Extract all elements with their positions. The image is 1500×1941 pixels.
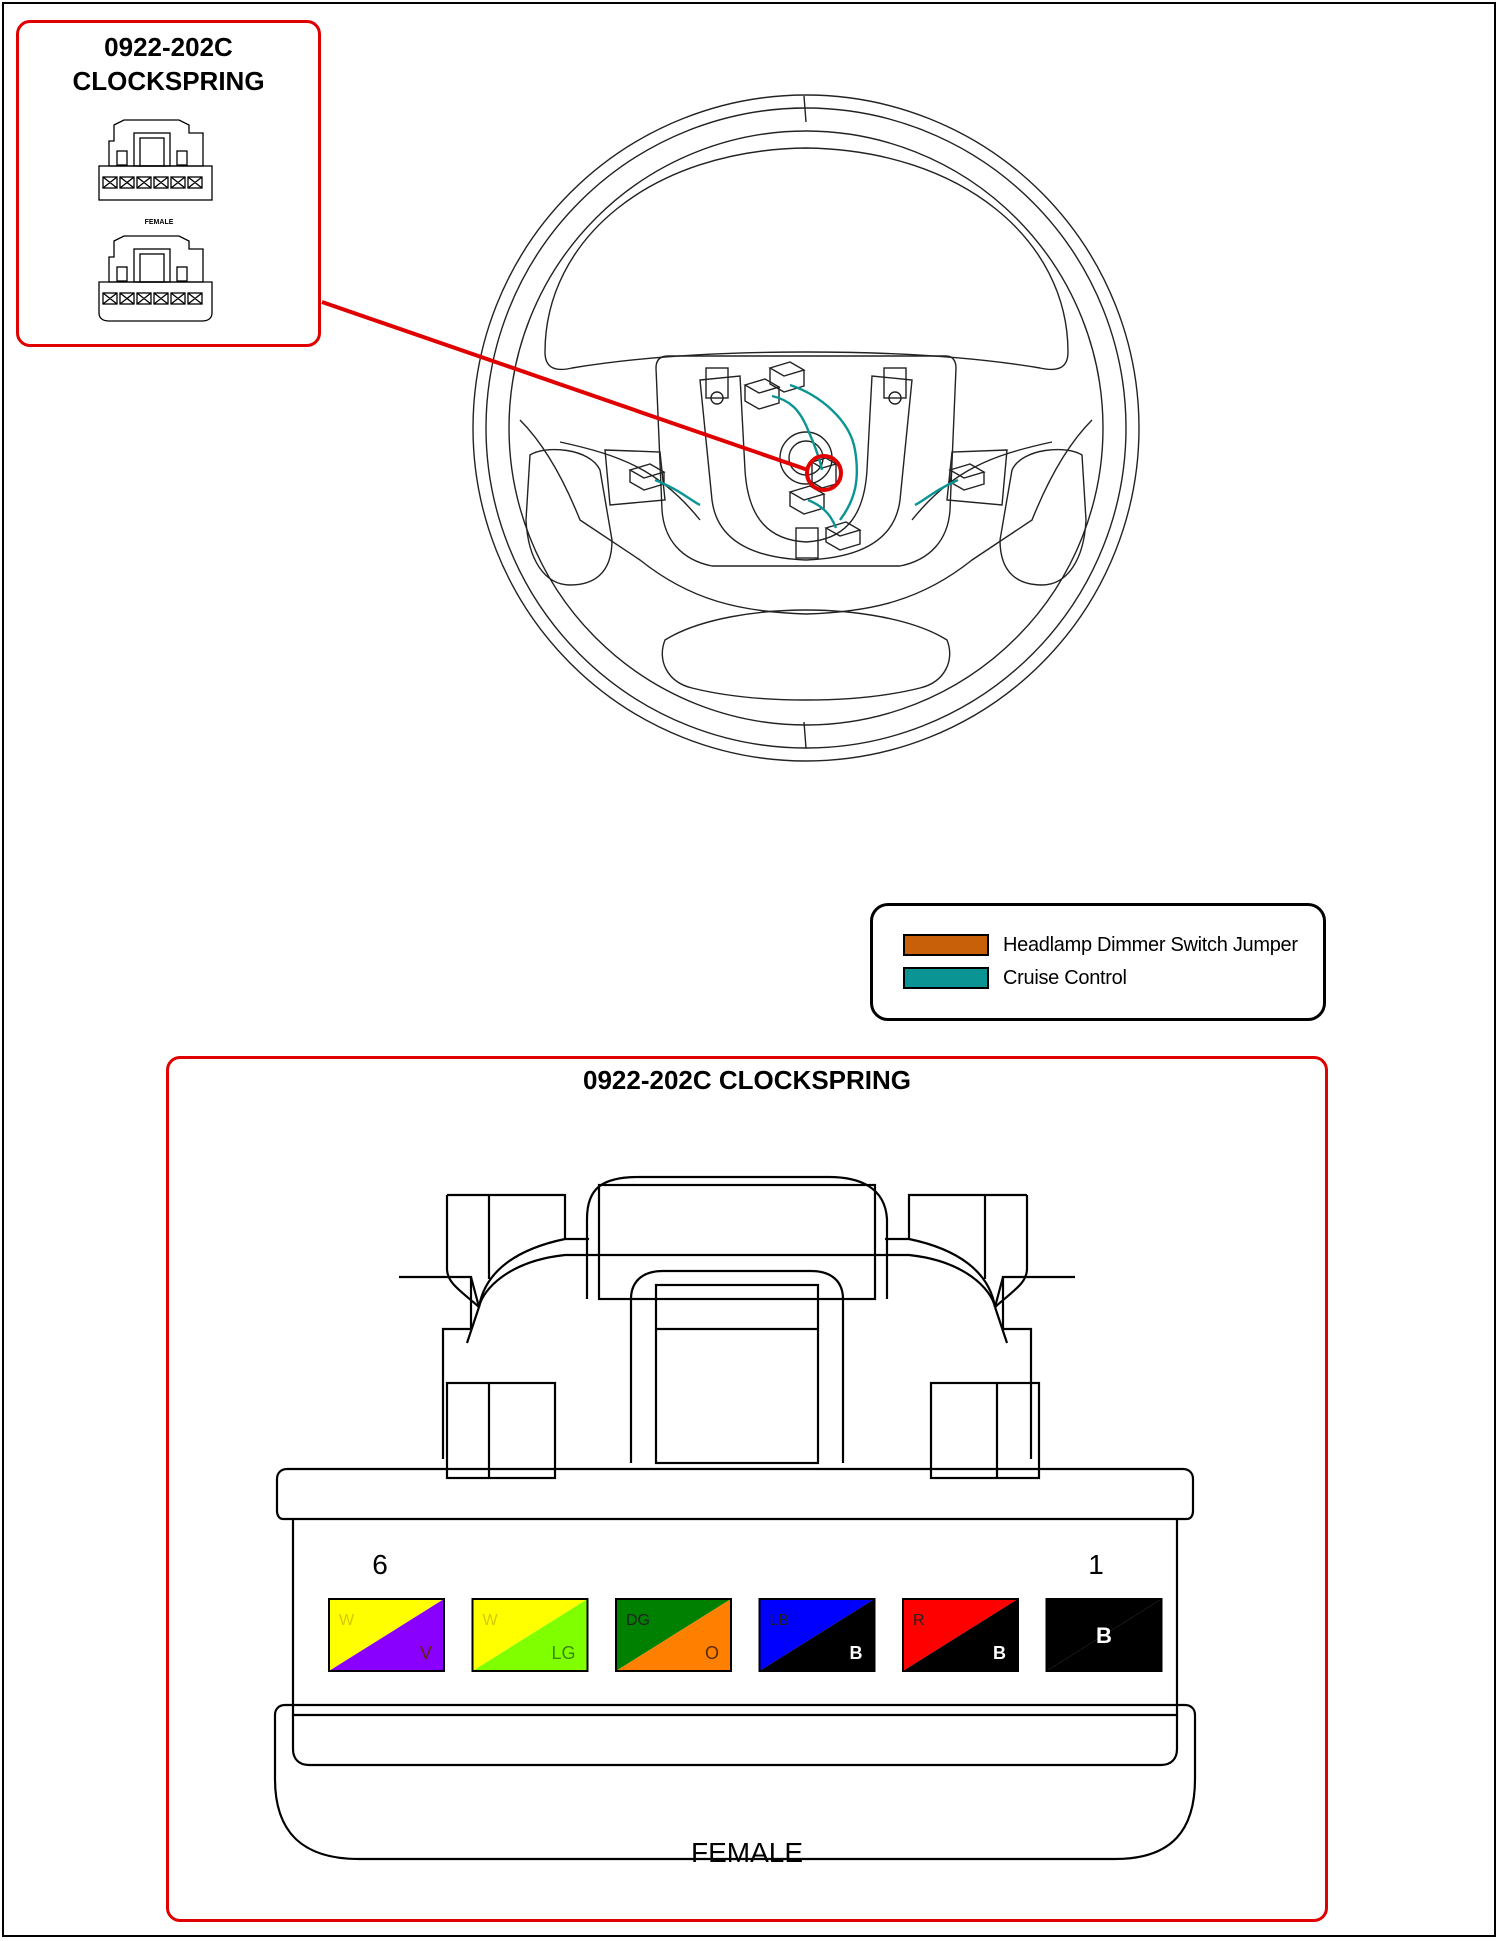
pin-cavity-6: WV: [328, 1598, 445, 1672]
legend-swatch-cruise: [903, 967, 989, 989]
connector-detail-box: 0922-202C CLOCKSPRING: [166, 1056, 1328, 1922]
legend-swatch-headlamp: [903, 934, 989, 956]
pin-5-bottom-code: LG: [551, 1643, 575, 1663]
inset-callout-box: 0922-202C CLOCKSPRING: [16, 20, 321, 347]
wire-legend: Headlamp Dimmer Switch Jumper Cruise Con…: [870, 903, 1326, 1021]
legend-label-cruise: Cruise Control: [1003, 966, 1127, 989]
pin-6-top-code: W: [339, 1612, 355, 1629]
pin-4-top-code: DG: [626, 1612, 650, 1629]
pin-4-outline: [615, 1598, 732, 1672]
pin-4-bottom-color: [616, 1599, 731, 1671]
pin-4-bottom-code: O: [705, 1643, 719, 1663]
pin-cavity-2: RB: [902, 1598, 1019, 1672]
connector-title: 0922-202C CLOCKSPRING: [583, 1065, 911, 1095]
pin-3-bottom-code: B: [850, 1643, 863, 1663]
pin-6-outline: [328, 1598, 445, 1672]
pin-3-bottom-color: [759, 1599, 875, 1671]
pin-2-bottom-color: [903, 1599, 1018, 1671]
pin-2-top-code: R: [913, 1612, 925, 1629]
pin-cavity-3: LB B: [758, 1598, 876, 1672]
inset-title-line2: CLOCKSPRING: [72, 66, 265, 96]
pin-cavity-1: B: [1045, 1598, 1163, 1672]
pin-6-bottom-code: V: [420, 1643, 432, 1663]
pin-number-1: 1: [1088, 1549, 1104, 1580]
pin-cavity-5: W LG: [471, 1598, 589, 1672]
inset-female-label: FEMALE: [144, 219, 174, 226]
pin-3-top-code: LB: [770, 1612, 790, 1629]
legend-item-headlamp: Headlamp Dimmer Switch Jumper: [903, 932, 1298, 958]
pin-cavity-4: DG O: [615, 1598, 732, 1672]
pin-1-bottom-code: B: [1096, 1623, 1112, 1648]
pin-5-bottom-color: [472, 1599, 588, 1671]
pin-6-bottom-color: [329, 1599, 444, 1671]
pin-5-outline: [471, 1598, 589, 1672]
pin-3-outline: [758, 1598, 876, 1672]
connector-gender-label: FEMALE: [690, 1837, 804, 1868]
pin-1-outline: [1045, 1598, 1163, 1672]
legend-label-headlamp: Headlamp Dimmer Switch Jumper: [1003, 933, 1298, 956]
pin-5-top-code: W: [483, 1612, 499, 1629]
pin-2-bottom-code: B: [993, 1643, 1006, 1663]
legend-item-cruise: Cruise Control: [903, 965, 1127, 991]
pin-2-outline: [902, 1598, 1019, 1672]
pin-number-6: 6: [372, 1549, 388, 1580]
inset-title-line1: 0922-202C: [104, 32, 233, 62]
inset-connector-drawings: [98, 119, 213, 322]
pin-1-bottom-color: [1046, 1599, 1162, 1671]
